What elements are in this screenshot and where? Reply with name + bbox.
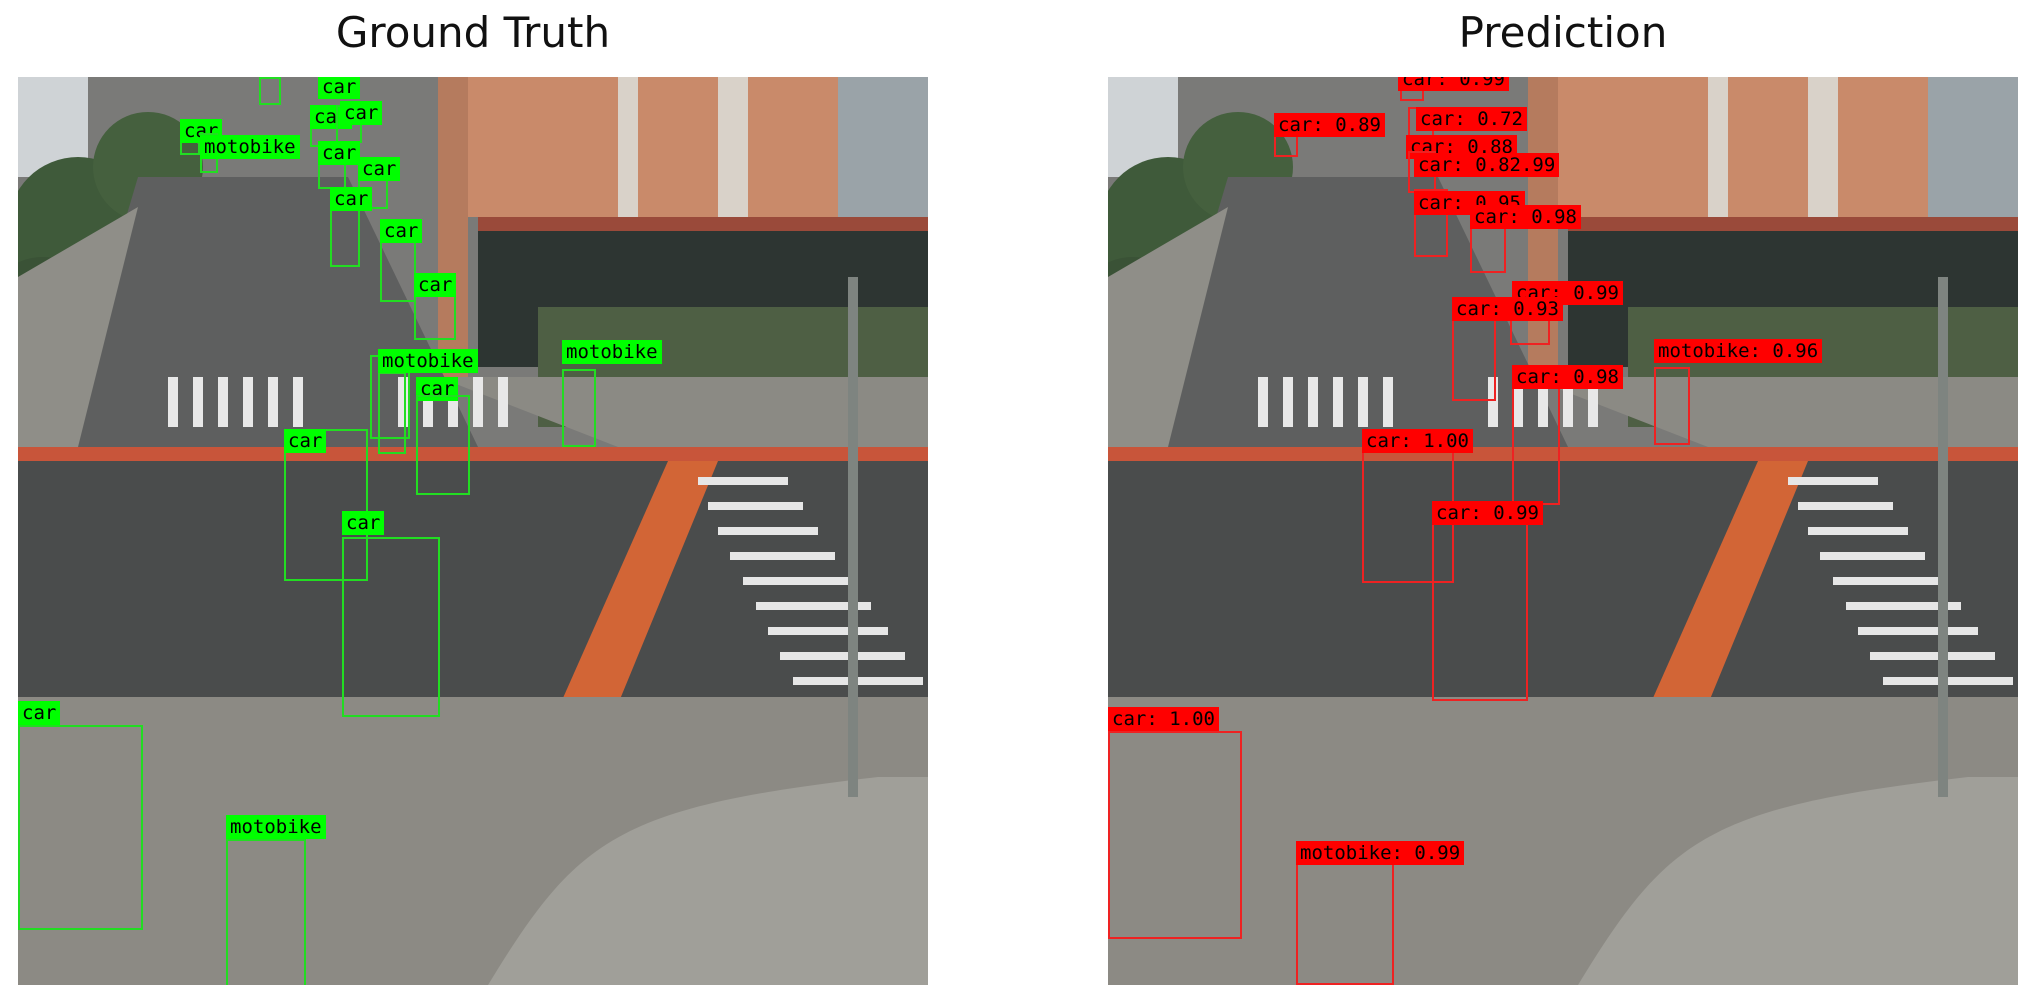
pred-label: car: 0.99	[1432, 501, 1543, 525]
pred-label: car: 0.82.99	[1414, 153, 1560, 177]
gt-box	[226, 839, 306, 985]
gt-label: car	[284, 429, 327, 453]
pred-label: car: 0.99	[1398, 77, 1509, 91]
gt-label: motobike	[200, 135, 300, 159]
pred-label: car: 1.00	[1108, 707, 1219, 731]
gt-label: motobike	[226, 815, 326, 839]
gt-label: car	[414, 273, 457, 297]
gt-box	[378, 372, 406, 454]
street-scene-image	[18, 77, 928, 985]
ground-truth-title: Ground Truth	[335, 8, 611, 57]
pred-box	[1470, 223, 1506, 273]
pred-box	[1432, 513, 1528, 701]
pred-box	[1108, 731, 1242, 939]
pred-label: car: 0.93	[1452, 297, 1563, 321]
pred-label: motobike: 0.96	[1654, 339, 1823, 363]
pred-label: motobike: 0.99	[1296, 841, 1465, 865]
pred-label: car: 0.89	[1274, 113, 1385, 137]
gt-box	[342, 537, 440, 717]
pred-label: car: 0.99	[1512, 281, 1623, 305]
gt-label: car	[416, 377, 459, 401]
pred-box	[1414, 189, 1448, 257]
gt-label: motobike	[562, 340, 662, 364]
gt-label: car	[340, 101, 383, 125]
pred-label: car: 0.98	[1470, 205, 1581, 229]
gt-label: car	[18, 701, 61, 725]
pred-box	[1654, 367, 1690, 445]
gt-box	[18, 725, 143, 930]
pred-box	[1512, 379, 1560, 505]
street-scene-image	[1108, 77, 2018, 985]
gt-box	[416, 395, 470, 495]
pred-label: car: 0.98	[1512, 365, 1623, 389]
gt-label: car	[318, 77, 361, 99]
gt-label: car	[180, 119, 223, 143]
prediction-title: Prediction	[1458, 8, 1668, 57]
gt-box	[414, 292, 456, 340]
gt-label: car	[330, 187, 373, 211]
gt-box	[259, 77, 281, 105]
pred-label: car: 1.00	[1362, 429, 1473, 453]
gt-label: motobike	[378, 349, 478, 373]
gt-label: car	[318, 141, 361, 165]
gt-box	[562, 369, 596, 447]
pred-label: car: 0.72	[1416, 107, 1527, 131]
gt-label: car	[380, 219, 423, 243]
ground-truth-image: car car car car motobike car car car car…	[18, 77, 928, 985]
pred-box	[1452, 307, 1496, 401]
gt-label: car	[358, 157, 401, 181]
prediction-image: car: 0.99 car: 0.89 car: 0.72 car: 0.88 …	[1108, 77, 2018, 985]
gt-label: car	[342, 511, 385, 535]
